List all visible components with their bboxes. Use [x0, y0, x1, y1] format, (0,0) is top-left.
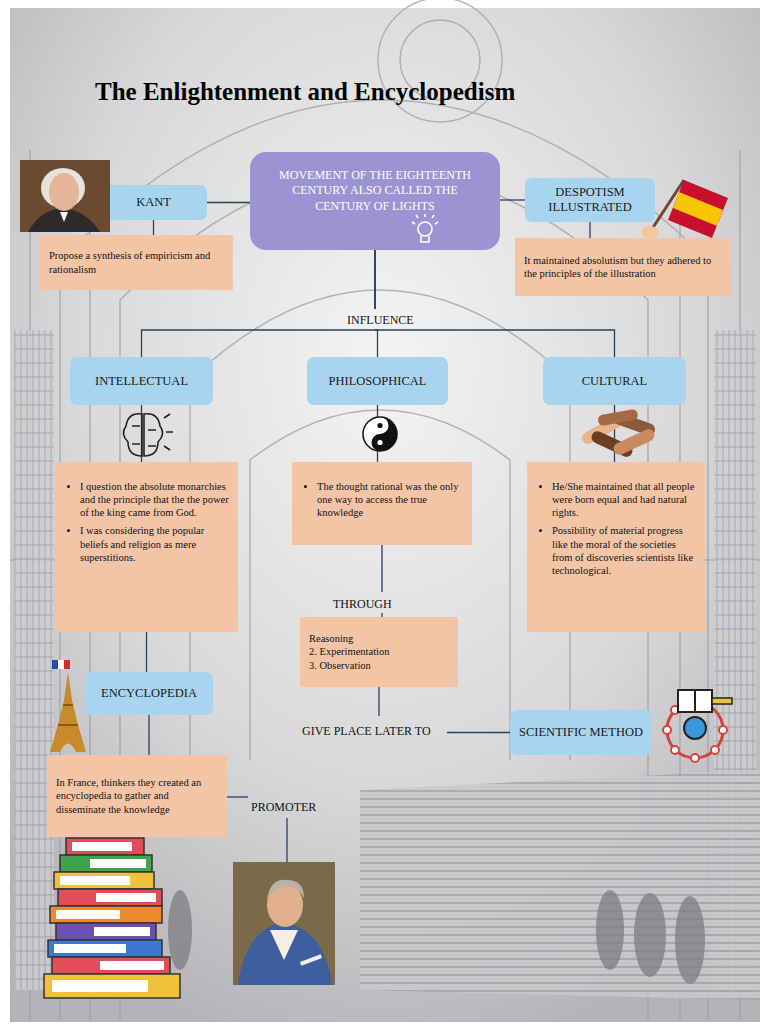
heading-box: PHILOSOPHICAL: [307, 357, 448, 405]
book-stack: [44, 838, 180, 998]
annotation-label: INFLUENCE: [347, 313, 414, 328]
diderot-portrait: [233, 862, 335, 985]
topic-box: MOVEMENT OF THE EIGHTEENTH CENTURY ALSO …: [250, 152, 500, 250]
science-icon: [663, 690, 732, 762]
box-text: 2. Experimentation: [309, 645, 449, 658]
connector-line: [589, 222, 590, 238]
eiffel-tower: [50, 660, 86, 752]
note-box: Propose a synthesis of empiricism and ra…: [40, 235, 233, 290]
note-box: Reasoning2. Experimentation3. Observatio…: [300, 617, 458, 687]
bullet-text: He/She maintained that all people were b…: [552, 480, 696, 519]
box-text: ENCYCLOPEDIA: [101, 686, 197, 701]
box-text: Reasoning: [309, 632, 449, 645]
kant-portrait: [20, 160, 110, 232]
bullet-text: The thought rational was the only one wa…: [317, 480, 463, 519]
box-text: SCIENTIFIC METHOD: [519, 725, 643, 740]
box-text: DESPOTISM ILLUSTRATED: [531, 185, 649, 215]
bullet-text: I question the absolute monarchies and t…: [80, 480, 229, 519]
note-box: He/She maintained that all people were b…: [527, 462, 705, 632]
figures: [168, 890, 705, 984]
heading-box: ENCYCLOPEDIA: [85, 672, 213, 715]
box-text: In France, thinkers they created an ency…: [56, 776, 218, 815]
bullet-text: I was considering the popular beliefs an…: [80, 524, 229, 563]
bullet-list: The thought rational was the only one wa…: [301, 480, 463, 524]
connector-line: [207, 202, 250, 203]
connector-line: [141, 405, 142, 462]
box-text: CULTURAL: [582, 374, 648, 389]
box-text: INTELLECTUAL: [95, 374, 188, 389]
box-text: 3. Observation: [309, 659, 449, 672]
bullet-text: Possibility of material progress like th…: [552, 524, 696, 577]
box-text: PHILOSOPHICAL: [329, 374, 427, 389]
heading-box: KANT: [100, 185, 207, 220]
heading-box: DESPOTISM ILLUSTRATED: [525, 178, 655, 222]
connector-line: [500, 199, 525, 200]
box-text: KANT: [136, 195, 171, 210]
connector-line: [153, 220, 154, 235]
heading-box: CULTURAL: [543, 357, 686, 405]
connector-line: [148, 715, 149, 755]
box-text: MOVEMENT OF THE EIGHTEENTH CENTURY ALSO …: [264, 168, 486, 215]
edge-label: THROUGH: [333, 597, 392, 612]
heading-box: SCIENTIFIC METHOD: [510, 710, 652, 755]
connector-line: [146, 632, 147, 672]
hands-icon: [580, 409, 657, 459]
diagram-title: The Enlightenment and Encyclopedism: [95, 78, 515, 106]
connector-line: [614, 405, 615, 462]
brain-icon: [123, 414, 173, 456]
yin-yang-icon: [363, 417, 397, 451]
box-text: It maintained absolutism but they adhere…: [524, 254, 723, 280]
heading-box: INTELLECTUAL: [70, 357, 213, 405]
note-box: I question the absolute monarchies and t…: [55, 462, 238, 632]
edge-label: GIVE PLACE LATER TO: [302, 724, 431, 739]
arch-lines: [10, 0, 760, 1020]
bullet-list: He/She maintained that all people were b…: [536, 480, 696, 582]
annotation-label: PROMOTER: [251, 800, 316, 815]
bullet-list: I question the absolute monarchies and t…: [64, 480, 229, 569]
connector-line: [377, 405, 378, 462]
box-text: Propose a synthesis of empiricism and ra…: [49, 249, 224, 275]
note-box: The thought rational was the only one wa…: [292, 462, 472, 545]
note-box: It maintained absolutism but they adhere…: [515, 238, 732, 296]
note-box: In France, thinkers they created an ency…: [47, 755, 227, 837]
